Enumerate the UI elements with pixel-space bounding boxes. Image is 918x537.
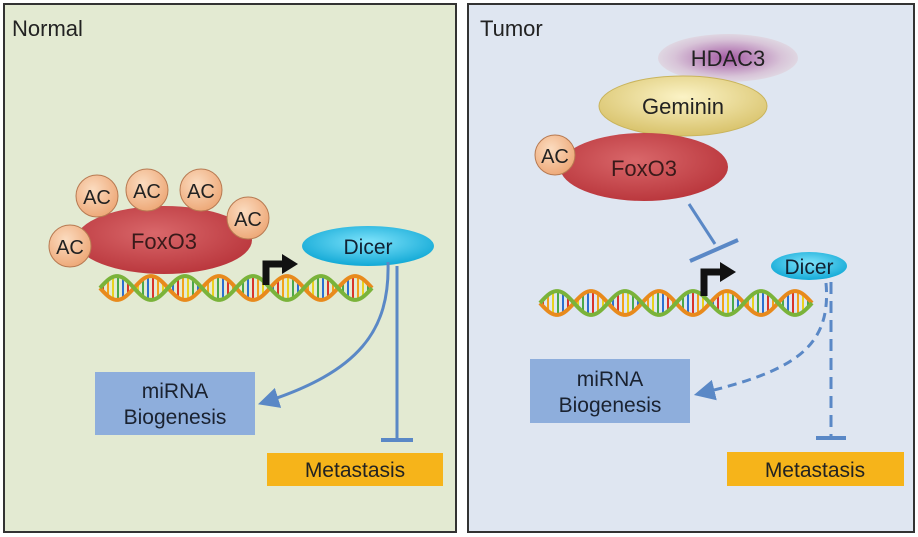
activation-arrow-icon xyxy=(257,261,390,408)
normal-panel-title: Normal xyxy=(12,16,83,41)
ac-label: AC xyxy=(234,209,262,231)
acetyl-group: AC xyxy=(226,196,270,240)
acetyl-group: AC xyxy=(125,168,169,212)
metastasis-box xyxy=(267,453,443,486)
transcription-start-arrow-icon xyxy=(700,268,722,296)
foxo3-protein xyxy=(560,133,728,201)
tumor-panel-title: Tumor xyxy=(480,16,543,41)
dna-strand xyxy=(538,289,814,317)
ac-label: AC xyxy=(83,187,111,209)
ac-label: AC xyxy=(133,181,161,203)
acetyl-group: AC xyxy=(179,168,223,212)
metastasis-box xyxy=(727,452,904,486)
hdac3-protein xyxy=(658,34,798,82)
ac-label: AC xyxy=(187,181,215,203)
metastasis-label: Metastasis xyxy=(765,459,865,482)
dicer-protein xyxy=(771,252,847,280)
geminin-label: Geminin xyxy=(642,94,724,119)
dicer-label: Dicer xyxy=(343,236,392,259)
acetyl-group xyxy=(534,134,576,176)
geminin-protein xyxy=(598,75,768,137)
mirna-label: miRNA xyxy=(142,380,209,403)
dicer-protein xyxy=(302,226,434,266)
transcription-start-arrow-icon xyxy=(262,260,284,285)
foxo3-label: FoxO3 xyxy=(131,229,197,254)
biogenesis-label: Biogenesis xyxy=(124,406,227,429)
mirna-label: miRNA xyxy=(577,368,644,391)
ac-label: AC xyxy=(56,237,84,259)
foxo3-protein xyxy=(76,206,252,274)
dna-helix-icon xyxy=(538,289,814,317)
dicer-label: Dicer xyxy=(784,256,833,279)
mirna-biogenesis-box xyxy=(95,372,255,435)
mirna-biogenesis-box xyxy=(530,359,690,423)
activation-arrow-icon xyxy=(693,282,829,401)
biogenesis-label: Biogenesis xyxy=(559,394,662,417)
metastasis-label: Metastasis xyxy=(305,459,405,482)
dna-helix-icon xyxy=(98,274,374,302)
normal-panel: Normal FoxO3 AC AC AC AC AC AC xyxy=(3,3,457,533)
acetyl-group: AC xyxy=(75,174,119,218)
dna-strand xyxy=(98,274,374,302)
foxo3-label: FoxO3 xyxy=(611,156,677,181)
hdac3-label: HDAC3 xyxy=(691,46,766,71)
acetyl-group: AC xyxy=(48,224,92,268)
ac-label: AC xyxy=(541,146,569,168)
tumor-panel: Tumor HDAC3 Geminin FoxO3 AC Dicer miRNA xyxy=(467,3,915,533)
inhibition-bar-icon xyxy=(687,203,717,245)
normal-panel-background xyxy=(3,3,457,533)
